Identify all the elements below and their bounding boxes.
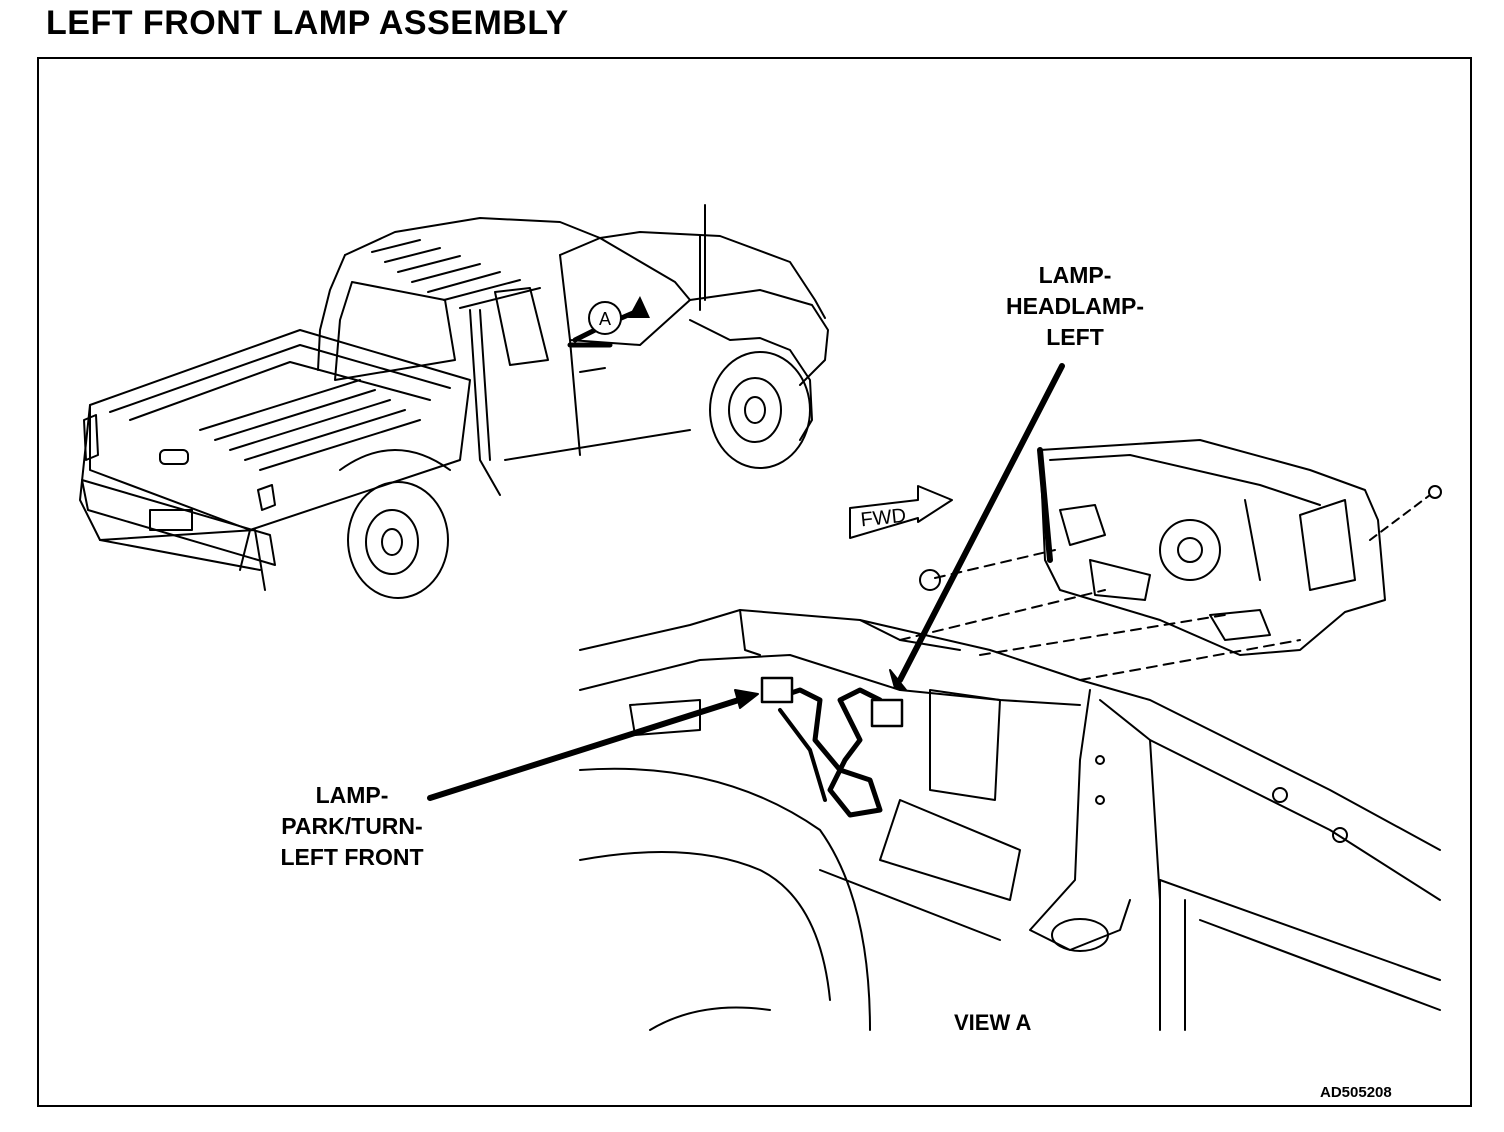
headlamp-callout: LAMP- HEADLAMP- LEFT [990,260,1160,353]
headlamp-assembly [899,439,1442,681]
front-structure [579,609,1441,1031]
park-turn-callout-line: LAMP- [315,782,389,808]
forward-arrow [849,485,953,539]
headlamp-callout-arrow [897,363,1065,683]
headlamp-callout-line: HEADLAMP- [1006,293,1144,319]
direction-label: FWD [860,505,908,532]
park-turn-callout-arrow [427,695,748,801]
callout-arrows [427,363,1065,801]
park-turn-callout: LAMP- PARK/TURN- LEFT FRONT [262,780,442,873]
figure-id: AD505208 [1320,1084,1392,1101]
headlamp-callout-line: LAMP- [1038,262,1112,288]
headlamp-callout-line: LEFT [1046,324,1104,350]
detail-marker-label: A [599,309,611,329]
view-label: VIEW A [954,1010,1032,1035]
truck-illustration [79,204,829,599]
diagram-frame [37,57,1472,1107]
page-title: LEFT FRONT LAMP ASSEMBLY [46,4,569,42]
park-turn-callout-line: PARK/TURN- [281,813,423,839]
park-turn-callout-line: LEFT FRONT [280,844,424,870]
